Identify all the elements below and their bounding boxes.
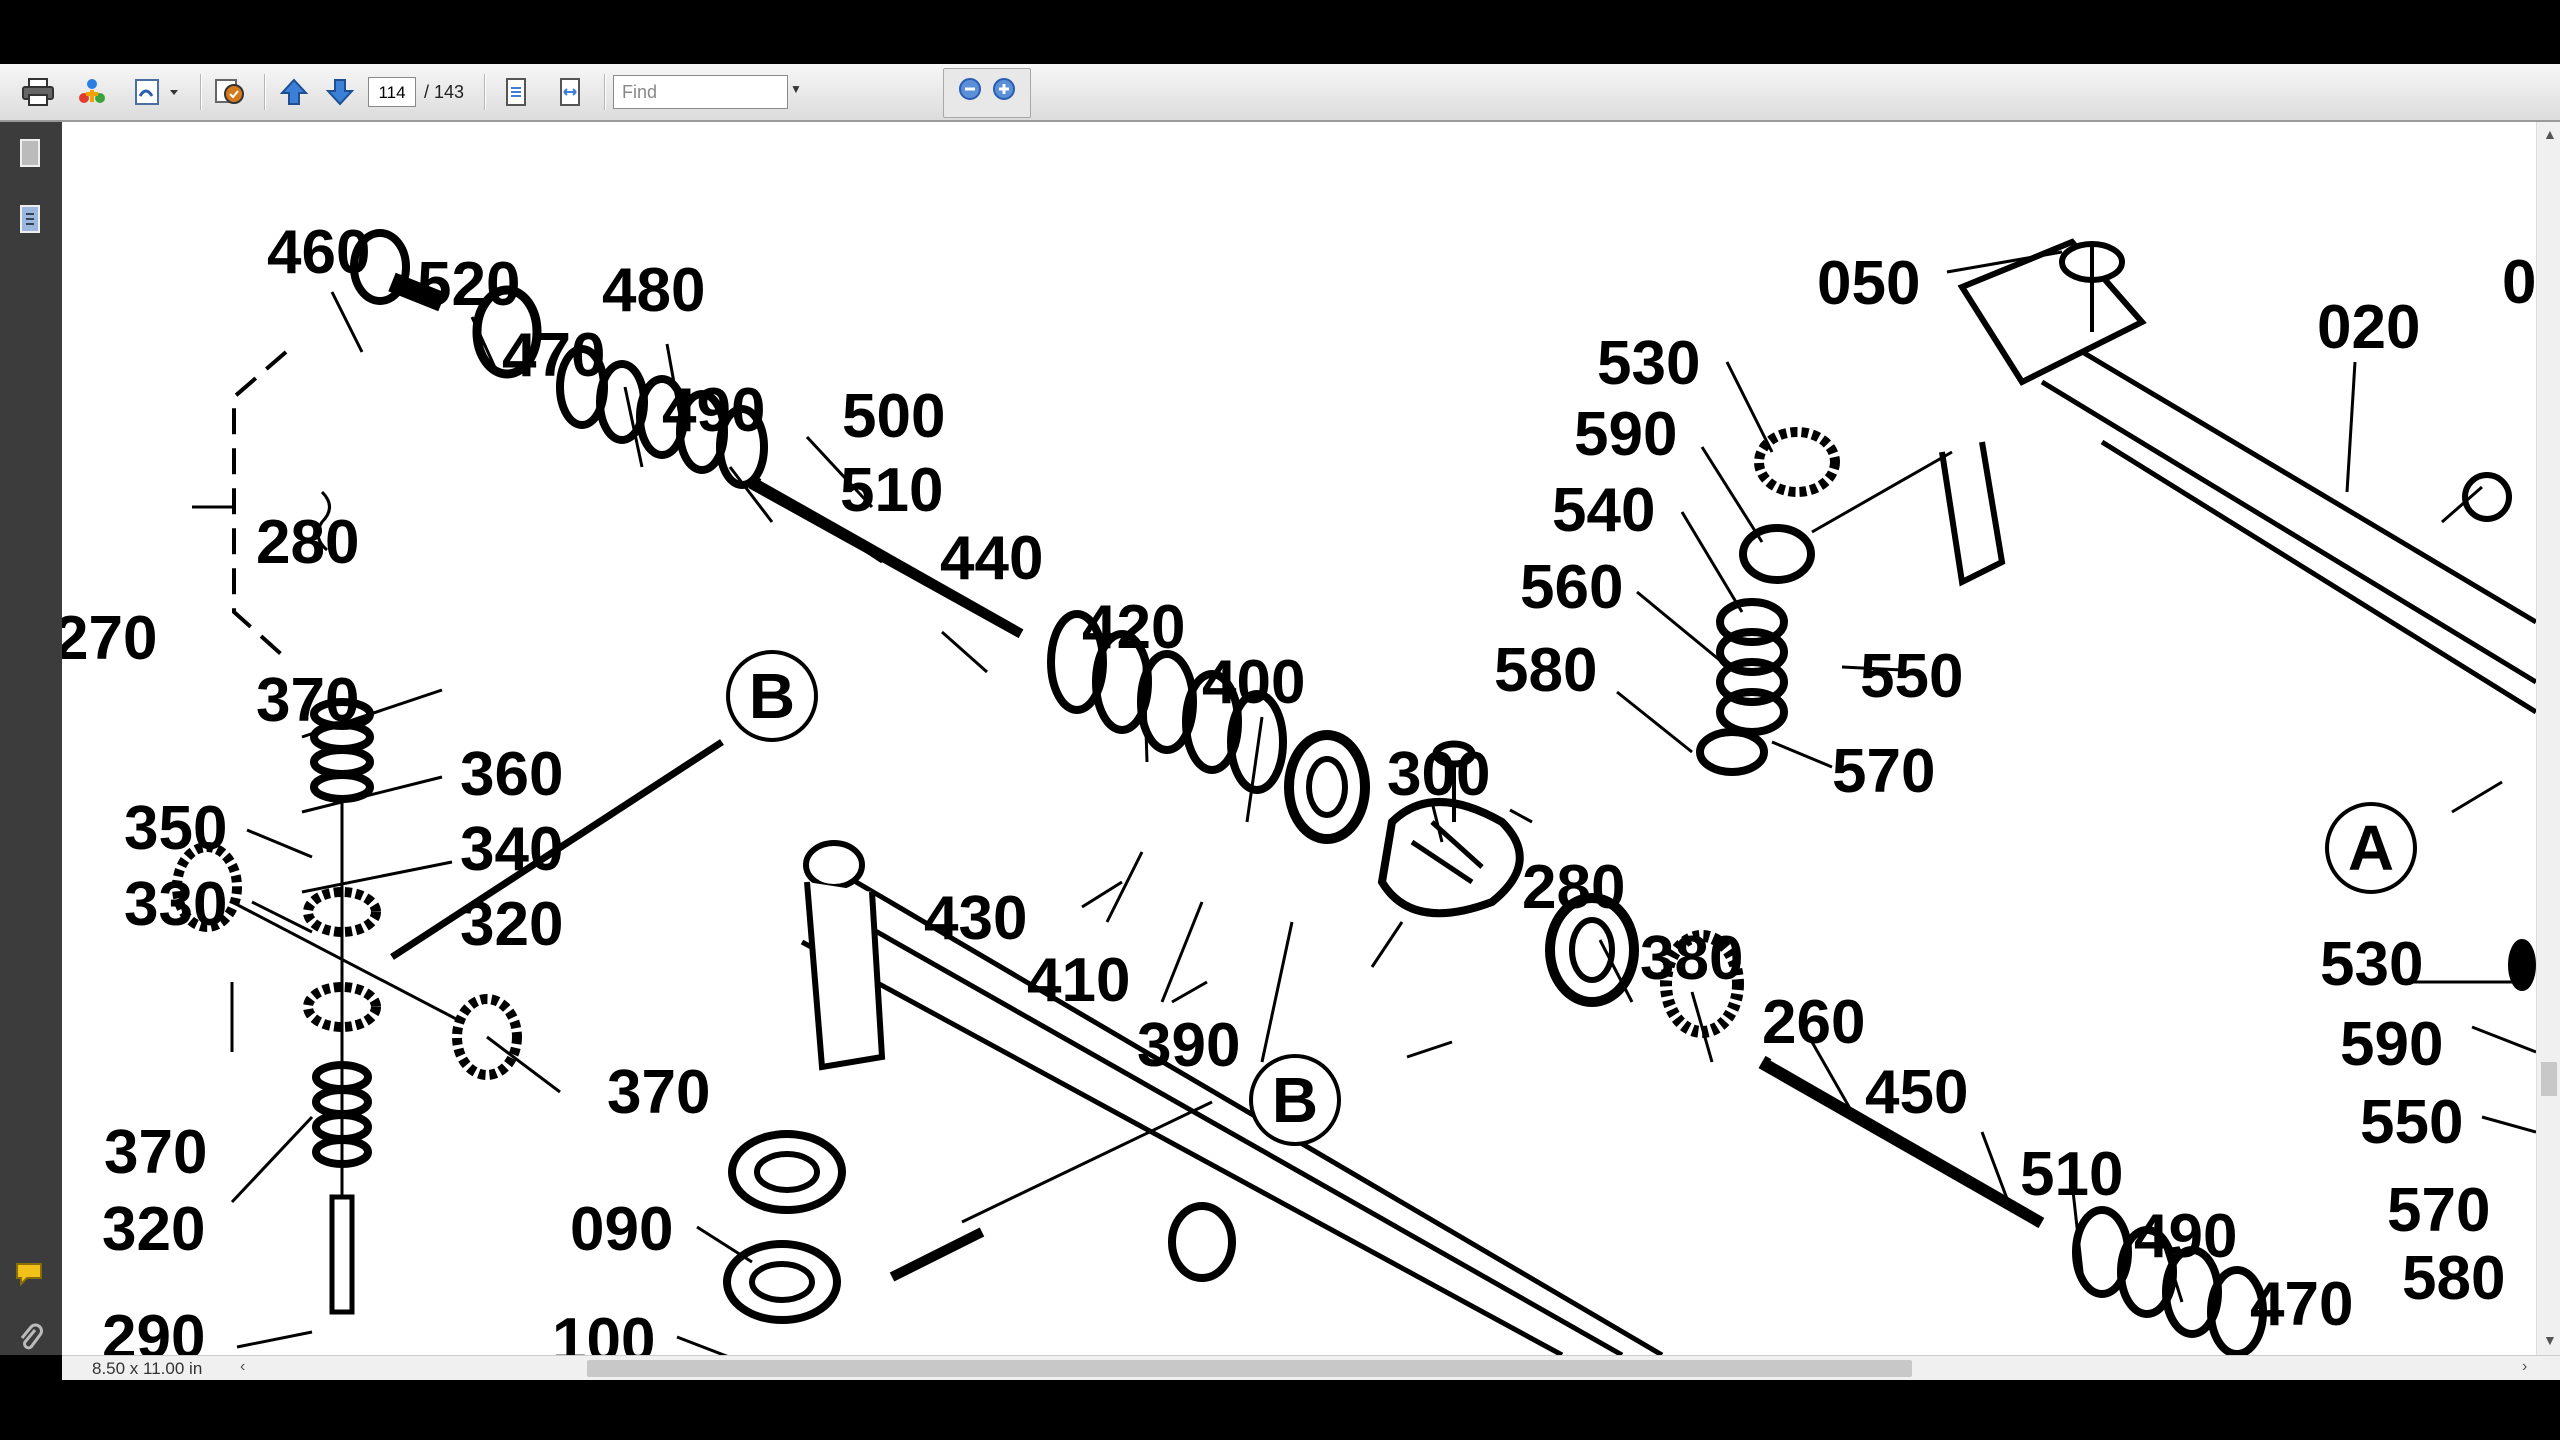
- part-label: 520: [417, 250, 521, 319]
- part-label: 510: [2020, 1140, 2124, 1209]
- part-label: 020: [2317, 293, 2421, 362]
- top-black-bar: [0, 0, 2560, 64]
- part-label: 480: [602, 256, 706, 325]
- part-label: 260: [1762, 988, 1866, 1057]
- part-label: 050: [1817, 249, 1921, 318]
- part-label: 500: [842, 382, 946, 451]
- part-label: 340: [460, 815, 564, 884]
- callout-b: B: [1249, 1054, 1341, 1146]
- page-size-label: 8.50 x 11.00 in: [92, 1359, 203, 1378]
- part-label: 580: [2402, 1244, 2506, 1313]
- fit-page-icon[interactable]: [496, 74, 536, 110]
- part-label: 090: [570, 1195, 674, 1264]
- part-label: 290: [102, 1303, 206, 1356]
- status-bar: 8.50 x 11.00 in ‹ ›: [62, 1355, 2560, 1381]
- part-label: 300: [1387, 740, 1491, 809]
- part-label: 320: [102, 1195, 206, 1264]
- scroll-left-icon[interactable]: ‹: [240, 1358, 246, 1375]
- toolbar-separator: [604, 74, 606, 110]
- part-label: 360: [460, 740, 564, 809]
- vertical-scrollbar[interactable]: ▲ ▼: [2536, 122, 2560, 1355]
- next-page-icon[interactable]: [322, 74, 358, 110]
- pages-panel-icon[interactable]: [12, 134, 48, 174]
- part-label: 580: [1494, 636, 1598, 705]
- part-label: 320: [460, 890, 564, 959]
- part-label: 540: [1552, 476, 1656, 545]
- part-label: 100: [552, 1306, 656, 1356]
- zoom-controls: [943, 68, 1031, 118]
- part-label: 280: [256, 508, 360, 577]
- part-label: 490: [662, 376, 766, 445]
- scroll-right-icon[interactable]: ›: [2522, 1358, 2528, 1375]
- part-label: 400: [1202, 648, 1306, 717]
- part-label: 270: [62, 604, 158, 673]
- vertical-scroll-thumb[interactable]: [2541, 1062, 2557, 1096]
- part-label: 470: [502, 321, 606, 390]
- part-label: 420: [1082, 593, 1186, 662]
- left-panel-bar: [0, 122, 62, 1355]
- scroll-down-icon[interactable]: ▼: [2543, 1332, 2557, 1348]
- part-label: 370: [607, 1058, 711, 1127]
- part-label: 510: [840, 456, 944, 525]
- page-number-input[interactable]: 114: [368, 77, 416, 107]
- part-label: 570: [2387, 1176, 2491, 1245]
- attachments-icon[interactable]: [12, 1318, 48, 1358]
- toolbar: 114 / 143 Find ▼: [0, 64, 2560, 122]
- prev-page-icon[interactable]: [276, 74, 312, 110]
- part-label: 570: [1832, 737, 1936, 806]
- part-label: 410: [1027, 946, 1131, 1015]
- find-dropdown-icon[interactable]: ▼: [790, 82, 802, 96]
- part-label: 530: [2320, 930, 2424, 999]
- part-label: 440: [940, 524, 1044, 593]
- part-label: 0: [2502, 248, 2536, 317]
- bookmarks-panel-icon[interactable]: [12, 200, 48, 240]
- part-label: 370: [104, 1118, 208, 1187]
- part-label: 530: [1597, 329, 1701, 398]
- exploded-parts-diagram: [172, 229, 2536, 1355]
- horizontal-scroll-thumb[interactable]: [587, 1360, 1912, 1377]
- toolbar-separator: [200, 74, 202, 110]
- find-input[interactable]: Find: [613, 75, 788, 109]
- scroll-up-icon[interactable]: ▲: [2543, 126, 2557, 142]
- part-label: 550: [1860, 642, 1964, 711]
- print-icon[interactable]: [18, 74, 58, 110]
- part-label: 280: [1522, 853, 1626, 922]
- part-label: 450: [1865, 1058, 1969, 1127]
- part-label: 430: [924, 884, 1028, 953]
- part-label: 390: [1137, 1011, 1241, 1080]
- page-total: / 143: [424, 82, 465, 102]
- collaborate-icon[interactable]: [72, 74, 112, 110]
- callout-a: A: [2325, 802, 2417, 894]
- sign-icon[interactable]: [128, 74, 184, 110]
- part-label: 560: [1520, 553, 1624, 622]
- callout-b: B: [726, 650, 818, 742]
- part-label: 590: [1574, 400, 1678, 469]
- document-view[interactable]: 460 520 480 470 490 500 510 440 420 400 …: [62, 122, 2536, 1355]
- part-label: 490: [2134, 1202, 2238, 1271]
- part-label: 330: [124, 870, 228, 939]
- toolbar-separator: [264, 74, 266, 110]
- part-label: 350: [124, 794, 228, 863]
- part-label: 590: [2340, 1010, 2444, 1079]
- part-label: 470: [2250, 1270, 2354, 1339]
- zoom-out-icon[interactable]: [958, 77, 982, 101]
- comments-icon[interactable]: [12, 1254, 48, 1294]
- horizontal-scrollbar[interactable]: [242, 1356, 2542, 1381]
- bottom-black-bar: [0, 1380, 2560, 1440]
- zoom-in-icon[interactable]: [992, 77, 1016, 101]
- fit-width-icon[interactable]: [550, 74, 590, 110]
- part-label: 550: [2360, 1088, 2464, 1157]
- part-label: 380: [1640, 924, 1744, 993]
- part-label: 370: [256, 666, 360, 735]
- part-label: 460: [267, 218, 371, 287]
- toolbar-separator: [484, 74, 486, 110]
- review-icon[interactable]: [208, 74, 250, 110]
